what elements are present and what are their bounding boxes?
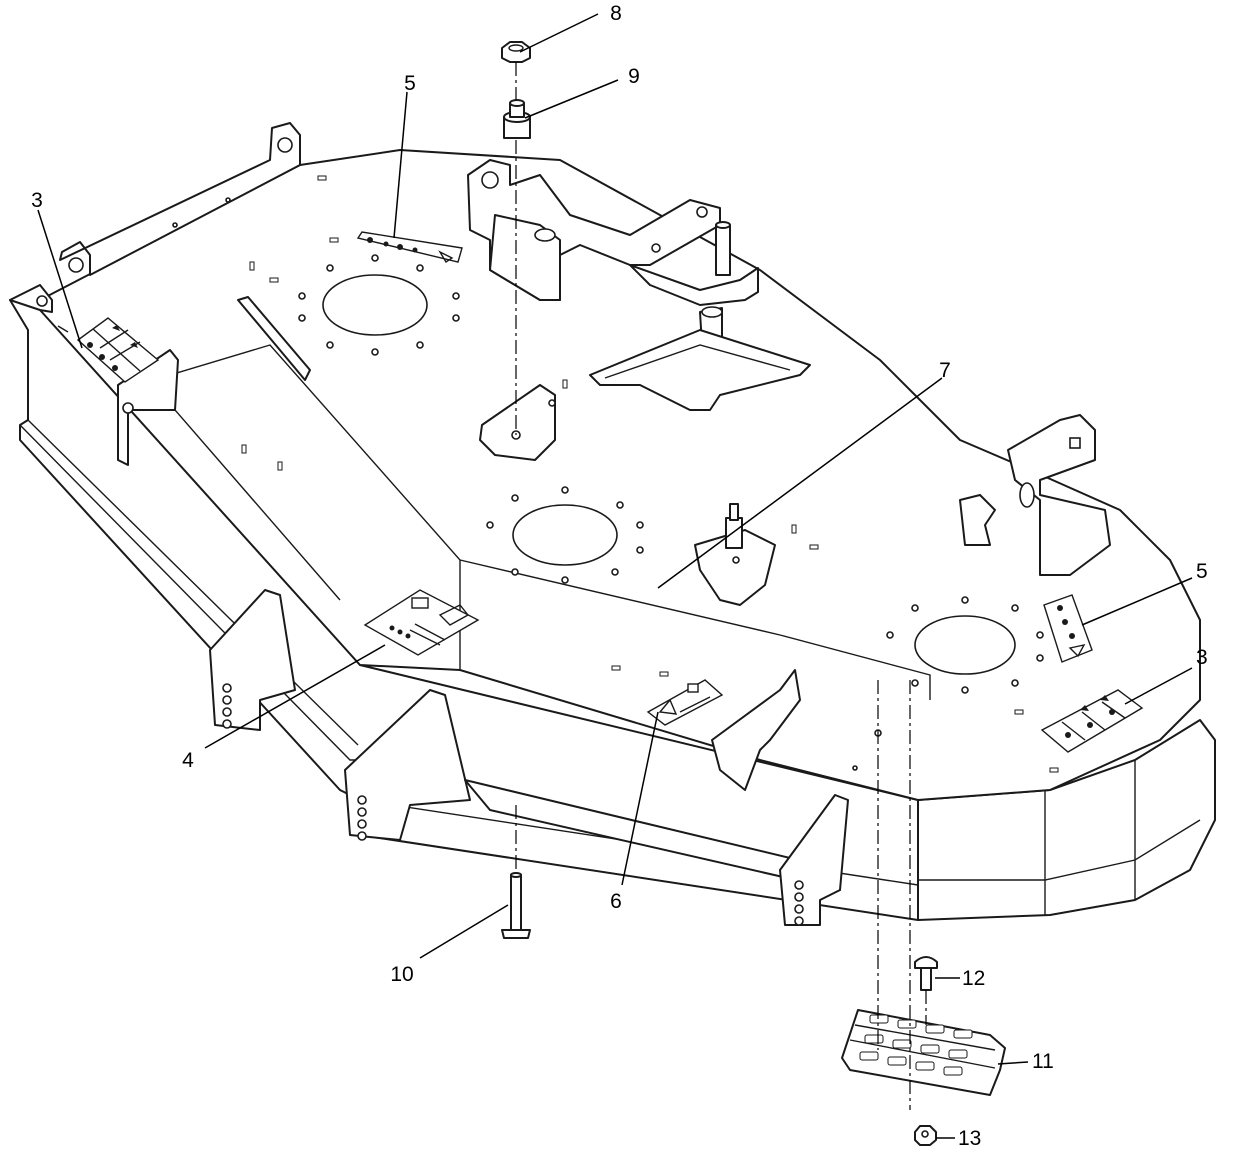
deck-right-skirt (917, 719, 1216, 921)
spindle-opening-center (512, 504, 618, 566)
deck-slots (241, 175, 1059, 773)
item-13-nut (914, 1125, 937, 1146)
callout-4: 4 (182, 749, 194, 772)
item-11-bumper (841, 1009, 1006, 1096)
decal-5-top (356, 231, 463, 263)
rear-bracket-left-mount (117, 349, 179, 466)
item-9-spacer (503, 99, 531, 139)
callout-7: 7 (939, 359, 951, 382)
spindle-stud-plate (694, 503, 776, 606)
decal-5-right (1043, 594, 1093, 663)
callout-6: 6 (610, 890, 622, 913)
idler-pivot-plate (479, 384, 556, 461)
callout-12: 12 (962, 967, 985, 990)
idler-arm-assembly (467, 159, 811, 411)
callout-5-top: 5 (404, 72, 416, 95)
spindle-opening-left (322, 274, 428, 336)
callout-13: 13 (958, 1127, 981, 1150)
callout-3-left: 3 (31, 189, 43, 212)
spindle-openings (298, 254, 1044, 694)
spindle-opening-right (914, 615, 1016, 675)
rear-left-bracket (9, 122, 301, 313)
callout-3-right: 3 (1196, 646, 1208, 669)
callout-10: 10 (390, 963, 413, 986)
callouts: 3 3 4 5 5 6 7 8 9 10 11 12 13 (31, 2, 1208, 1150)
decal-3-right (1040, 689, 1144, 753)
rear-right-bracket (959, 414, 1111, 576)
callout-8: 8 (610, 2, 622, 25)
item-8-locknut (501, 41, 531, 63)
front-bracket-mid (711, 669, 801, 791)
front-bracket-right (779, 794, 849, 926)
front-bracket-left (209, 589, 296, 731)
decal-3-left (57, 317, 160, 383)
item-10-bolt (501, 872, 531, 939)
callout-9: 9 (628, 65, 640, 88)
center-bracket-blade (237, 296, 311, 381)
callout-5-right: 5 (1196, 560, 1208, 583)
callout-11: 11 (1032, 1050, 1054, 1073)
decal-4 (363, 589, 480, 656)
item-12-bolt (914, 956, 938, 991)
decal-6 (646, 679, 724, 726)
leader-lines (37, 13, 1193, 1139)
center-lines (515, 62, 927, 1110)
